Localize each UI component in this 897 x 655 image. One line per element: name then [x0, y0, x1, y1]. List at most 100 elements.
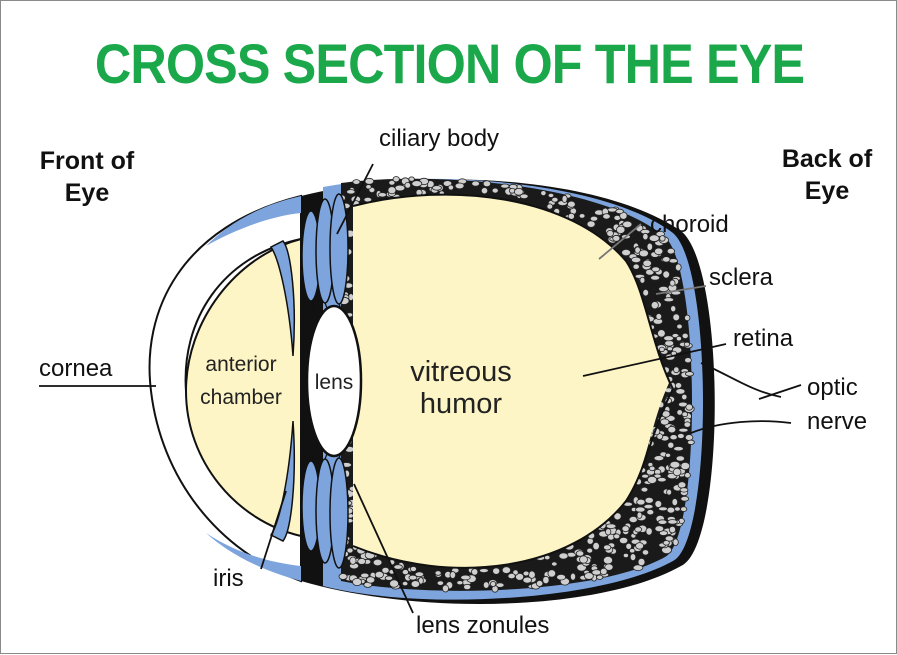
choroid-cell	[671, 306, 676, 312]
choroid-cell	[559, 553, 568, 559]
choroid-cell	[647, 243, 653, 250]
choroid-cell	[557, 574, 566, 580]
choroid-cell	[606, 529, 611, 535]
choroid-cell	[640, 277, 645, 283]
choroid-cell	[685, 473, 691, 478]
choroid-cell	[668, 442, 674, 448]
choroid-cell	[502, 567, 510, 574]
choroid-cell	[366, 185, 371, 189]
choroid-cell	[681, 462, 690, 469]
choroid-cell	[622, 526, 629, 532]
choroid-cell	[576, 551, 584, 557]
choroid-cell	[678, 482, 686, 488]
choroid-cell	[548, 193, 554, 197]
label-optic-line2: nerve	[807, 408, 867, 435]
choroid-cell	[570, 573, 575, 580]
choroid-cell	[668, 520, 678, 525]
choroid-cell	[481, 188, 487, 194]
choroid-cell	[636, 543, 644, 550]
choroid-cell	[674, 367, 680, 373]
choroid-cell	[667, 248, 674, 254]
choroid-cell	[665, 453, 670, 457]
choroid-cell	[394, 565, 403, 570]
choroid-cell	[587, 221, 595, 228]
choroid-cell	[658, 330, 666, 338]
choroid-cell	[664, 336, 674, 341]
choroid-cell	[655, 501, 662, 508]
choroid-cell	[643, 233, 648, 240]
choroid-cell	[390, 580, 399, 587]
choroid-cell	[600, 568, 607, 575]
choroid-cell	[686, 404, 693, 410]
choroid-cell	[373, 559, 382, 566]
choroid-cell	[548, 570, 556, 577]
choroid-cell	[562, 195, 567, 202]
choroid-cell	[645, 497, 653, 503]
choroid-cell	[687, 440, 694, 444]
choroid-cell	[675, 507, 681, 511]
choroid-cell	[616, 209, 624, 213]
choroid-cell	[637, 499, 645, 505]
choroid-cell	[663, 257, 671, 263]
choroid-cell	[339, 574, 347, 580]
choroid-cell	[675, 264, 681, 271]
label-choroid: choroid	[650, 211, 729, 238]
choroid-cell	[472, 181, 480, 186]
choroid-cell	[385, 576, 393, 580]
choroid-cell	[630, 554, 636, 561]
label-front-of-eye-line1: Front of	[40, 147, 135, 175]
label-front-of-eye-line2: Eye	[65, 179, 110, 207]
choroid-cell	[435, 571, 441, 576]
choroid-cell	[659, 286, 669, 291]
choroid-cell	[568, 201, 576, 207]
label-lens: lens	[315, 371, 354, 394]
choroid-cell	[347, 190, 356, 194]
label-optic-line1: optic	[807, 374, 858, 401]
label-back-of-eye-line1: Back of	[782, 145, 873, 173]
choroid-cell	[508, 573, 515, 578]
choroid-cell	[472, 569, 478, 576]
choroid-cell	[681, 496, 689, 501]
choroid-cell	[606, 524, 616, 529]
choroid-cell	[648, 476, 657, 483]
label-back-of-eye-line2: Eye	[805, 177, 850, 205]
choroid-cell	[547, 204, 553, 209]
choroid-cell	[580, 556, 588, 563]
choroid-cell	[647, 510, 654, 515]
choroid-cell	[552, 197, 558, 202]
choroid-cell	[603, 214, 611, 219]
label-cornea: cornea	[39, 355, 113, 382]
label-sclera: sclera	[709, 264, 774, 291]
choroid-cell	[682, 333, 688, 338]
choroid-cell	[676, 456, 684, 461]
choroid-cell	[656, 314, 662, 320]
choroid-cell	[644, 504, 653, 508]
choroid-cell	[643, 260, 652, 267]
choroid-cell	[660, 419, 669, 425]
choroid-cell	[603, 556, 612, 564]
choroid-cell	[552, 562, 558, 566]
choroid-cell	[448, 185, 453, 190]
choroid-cell	[350, 557, 356, 564]
choroid-cell	[409, 575, 417, 580]
choroid-cell	[437, 581, 443, 586]
choroid-cell	[670, 461, 680, 468]
choroid-cell	[607, 230, 614, 236]
ciliary-process	[330, 458, 348, 568]
choroid-cell	[393, 177, 399, 182]
choroid-cell	[479, 569, 488, 573]
choroid-cell	[584, 573, 593, 580]
choroid-cell	[543, 576, 549, 583]
choroid-cell	[490, 581, 495, 586]
choroid-cell	[388, 187, 396, 194]
choroid-cell	[590, 216, 597, 221]
choroid-cell	[631, 257, 640, 263]
choroid-cell	[483, 582, 489, 589]
choroid-cell	[623, 221, 632, 228]
label-anterior-line2: chamber	[200, 386, 282, 409]
choroid-cell	[450, 572, 456, 579]
choroid-cell	[655, 248, 663, 255]
choroid-cell	[626, 543, 632, 549]
